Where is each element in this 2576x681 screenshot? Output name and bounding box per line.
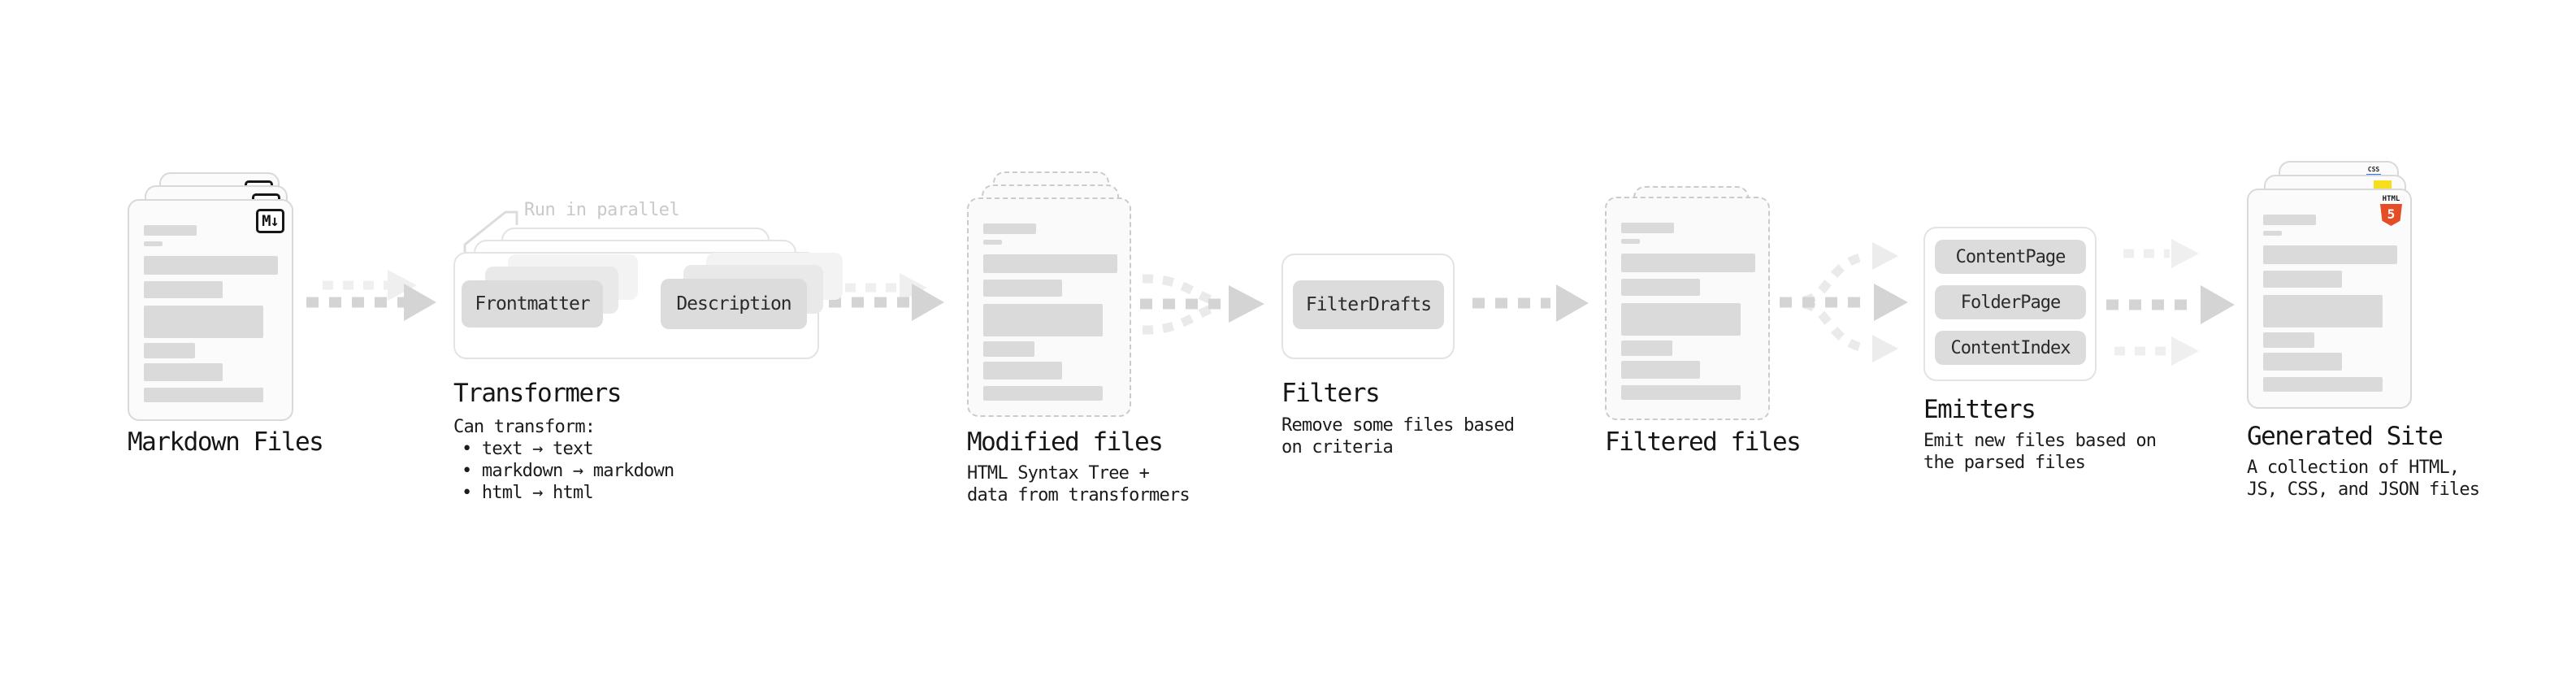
description-line: the parsed files bbox=[1923, 453, 2086, 473]
stage-label-generated-site: Generated Site bbox=[2247, 422, 2444, 451]
content-line-bar bbox=[983, 254, 1117, 273]
filter-node-filterdrafts: FilterDrafts bbox=[1293, 280, 1444, 329]
content-line-bar bbox=[2263, 245, 2397, 264]
arrow-emitters-to-generated bbox=[2106, 239, 2235, 366]
content-line-bar bbox=[1621, 239, 1640, 244]
content-line-bar bbox=[1621, 385, 1741, 400]
emitter-node-contentpage: ContentPage bbox=[1935, 240, 2086, 274]
stage-label-transformers: Transformers bbox=[453, 379, 622, 408]
content-line-bar bbox=[2263, 332, 2314, 348]
content-line-bar bbox=[2263, 353, 2342, 371]
content-line-bar bbox=[983, 280, 1062, 297]
description-line: JS, CSS, and JSON files bbox=[2247, 479, 2480, 500]
js-icon bbox=[2374, 180, 2392, 189]
emitter-node-folderpage: FolderPage bbox=[1935, 285, 2086, 319]
description-line: Remove some files based bbox=[1281, 415, 1515, 436]
content-line-bar bbox=[144, 281, 223, 298]
generated-site-description: A collection of HTML, JS, CSS, and JSON … bbox=[2247, 457, 2480, 501]
modified-file-card bbox=[967, 197, 1131, 417]
content-line-bar bbox=[983, 362, 1062, 380]
arrow-markdown-to-transformers bbox=[306, 270, 436, 321]
stage-label-markdown-files: Markdown Files bbox=[128, 427, 324, 457]
markdown-file-card: M↓ bbox=[128, 199, 293, 421]
content-line-bar bbox=[144, 306, 263, 338]
generated-html-file-card: HTML 5 bbox=[2247, 189, 2412, 409]
transformer-node-description: Description bbox=[661, 279, 807, 329]
content-line-bar bbox=[1621, 223, 1674, 233]
stage-label-filtered-files: Filtered files bbox=[1605, 427, 1802, 457]
description-line: HTML Syntax Tree + bbox=[967, 463, 1150, 484]
stage-label-modified-files: Modified files bbox=[967, 427, 1164, 457]
description-line: • text → text bbox=[462, 439, 594, 459]
content-line-bar bbox=[144, 388, 263, 402]
content-line-bar bbox=[144, 241, 163, 246]
content-line-bar bbox=[983, 223, 1036, 234]
arrow-filtered-to-emitters bbox=[1780, 242, 1908, 362]
html5-icon: HTML 5 bbox=[2380, 195, 2402, 226]
arrow-filters-to-filtered bbox=[1472, 284, 1589, 322]
markdown-icon: M↓ bbox=[256, 209, 284, 233]
document-content-placeholder bbox=[1621, 223, 1755, 400]
transformer-node-frontmatter: Frontmatter bbox=[462, 280, 603, 327]
content-line-bar bbox=[144, 363, 223, 381]
description-line: Can transform: bbox=[453, 417, 596, 437]
content-line-bar bbox=[1621, 340, 1672, 356]
emitters-description: Emit new files based on the parsed files bbox=[1923, 430, 2157, 474]
content-line-bar bbox=[983, 386, 1103, 401]
content-line-bar bbox=[2263, 271, 2342, 288]
description-line: • markdown → markdown bbox=[462, 461, 674, 481]
description-line: data from transformers bbox=[967, 485, 1190, 505]
content-line-bar bbox=[983, 341, 1034, 357]
document-content-placeholder bbox=[983, 223, 1117, 401]
emitter-node-contentindex: ContentIndex bbox=[1935, 331, 2086, 365]
content-line-bar bbox=[1621, 254, 1755, 272]
arrow-modified-to-filters bbox=[1140, 274, 1264, 335]
content-line-bar bbox=[2263, 231, 2282, 236]
content-line-bar bbox=[2263, 215, 2316, 225]
filtered-file-card bbox=[1605, 197, 1770, 420]
css-icon-label: CSS bbox=[2367, 166, 2380, 173]
content-line-bar bbox=[144, 343, 195, 358]
stage-label-emitters: Emitters bbox=[1923, 395, 2036, 424]
description-line: Emit new files based on bbox=[1923, 431, 2157, 451]
filters-description: Remove some files based on criteria bbox=[1281, 414, 1515, 458]
arrow-transformers-to-modified bbox=[829, 273, 944, 321]
content-line-bar bbox=[2263, 295, 2383, 327]
content-line-bar bbox=[144, 225, 197, 236]
description-line: • html → html bbox=[462, 483, 594, 503]
content-line-bar bbox=[1621, 361, 1700, 379]
content-line-bar bbox=[2263, 377, 2383, 392]
transformers-description: Can transform: • text → text • markdown … bbox=[453, 416, 674, 504]
run-in-parallel-note: Run in parallel bbox=[524, 200, 680, 220]
content-line-bar bbox=[983, 240, 1002, 245]
html5-icon-label: HTML bbox=[2382, 195, 2400, 203]
content-line-bar bbox=[144, 256, 278, 275]
modified-files-description: HTML Syntax Tree + data from transformer… bbox=[967, 462, 1190, 506]
stage-label-filters: Filters bbox=[1281, 379, 1381, 408]
description-line: on criteria bbox=[1281, 437, 1394, 458]
document-content-placeholder bbox=[2263, 215, 2397, 392]
content-line-bar bbox=[983, 304, 1103, 336]
content-line-bar bbox=[1621, 279, 1700, 296]
document-content-placeholder bbox=[144, 225, 278, 402]
content-line-bar bbox=[1621, 303, 1741, 336]
description-line: A collection of HTML, bbox=[2247, 458, 2460, 478]
